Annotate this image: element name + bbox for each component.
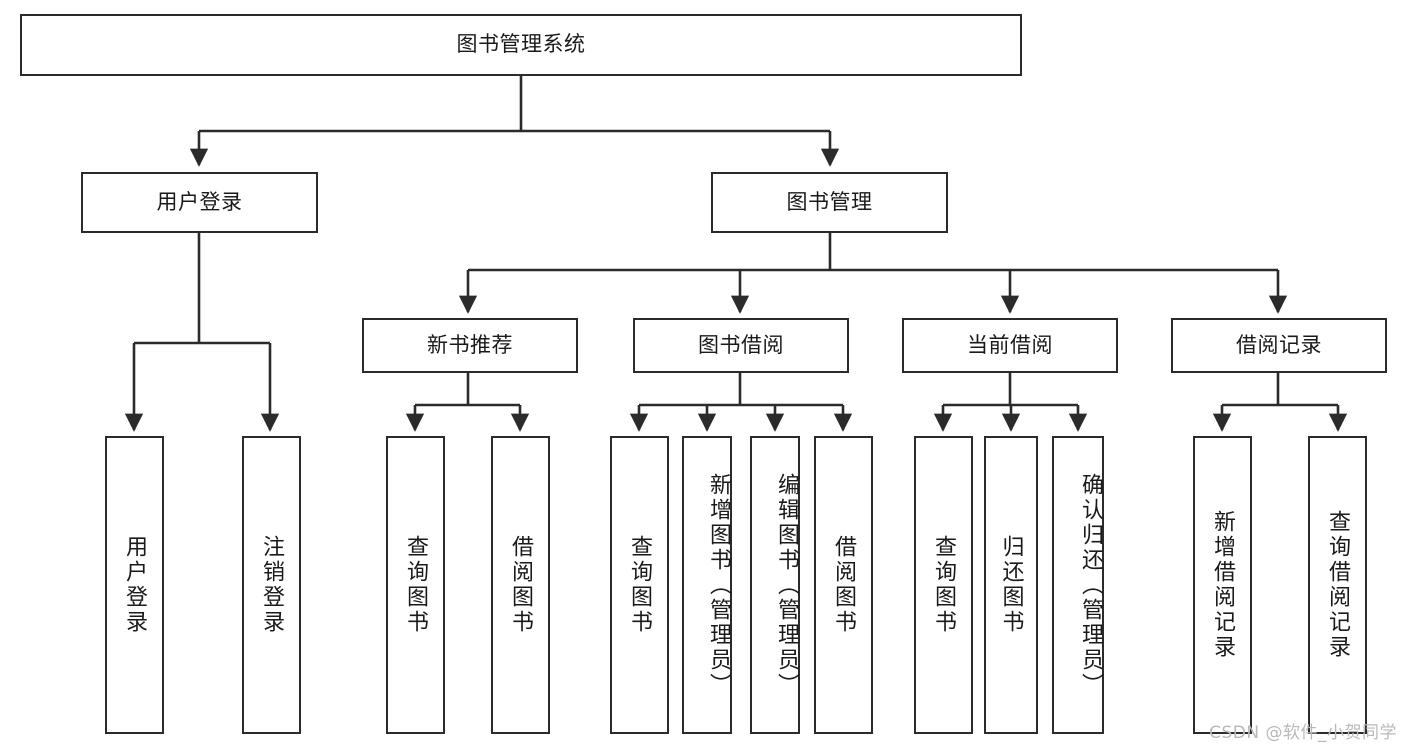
leaf-query-borrow-record[interactable]: 查询借阅记录 (1308, 436, 1367, 734)
leaf-confirm-return-admin[interactable]: 确认归还（管理员） (1052, 436, 1104, 734)
leaf-query-book-3[interactable]: 查询图书 (914, 436, 973, 734)
node-new-book-recommend-label: 新书推荐 (427, 332, 513, 357)
leaf-query-book-1[interactable]: 查询图书 (386, 436, 445, 734)
leaf-query-borrow-record-label: 查询借阅记录 (1325, 510, 1351, 660)
leaf-user-login-label: 用户登录 (122, 535, 148, 635)
leaf-logout[interactable]: 注销登录 (242, 436, 301, 734)
node-borrow-record[interactable]: 借阅记录 (1171, 318, 1387, 373)
leaf-borrow-book-1[interactable]: 借阅图书 (491, 436, 550, 734)
node-book-management-label: 图书管理 (786, 189, 873, 214)
node-current-borrow[interactable]: 当前借阅 (902, 318, 1118, 373)
leaf-logout-label: 注销登录 (259, 535, 285, 635)
leaf-edit-book-admin-label: 编辑图书（管理员） (774, 472, 799, 698)
node-new-book-recommend[interactable]: 新书推荐 (362, 318, 578, 373)
leaf-query-book-3-label: 查询图书 (931, 535, 957, 635)
leaf-query-book-1-label: 查询图书 (403, 535, 429, 635)
leaf-borrow-book-1-label: 借阅图书 (508, 535, 534, 635)
leaf-add-borrow-record[interactable]: 新增借阅记录 (1193, 436, 1252, 734)
leaf-return-book[interactable]: 归还图书 (984, 436, 1038, 734)
node-book-borrow[interactable]: 图书借阅 (633, 318, 849, 373)
leaf-add-book-admin[interactable]: 新增图书（管理员） (682, 436, 732, 734)
leaf-add-borrow-record-label: 新增借阅记录 (1210, 510, 1236, 660)
node-book-management[interactable]: 图书管理 (711, 172, 948, 233)
leaf-query-book-2-label: 查询图书 (627, 535, 653, 635)
leaf-query-book-2[interactable]: 查询图书 (610, 436, 669, 734)
leaf-user-login[interactable]: 用户登录 (105, 436, 164, 734)
node-borrow-record-label: 借阅记录 (1236, 332, 1322, 357)
node-current-borrow-label: 当前借阅 (967, 332, 1053, 357)
leaf-return-book-label: 归还图书 (998, 535, 1024, 635)
node-root-label: 图书管理系统 (456, 32, 586, 57)
leaf-confirm-return-admin-label: 确认归还（管理员） (1078, 472, 1103, 698)
leaf-edit-book-admin[interactable]: 编辑图书（管理员） (750, 436, 800, 734)
leaf-borrow-book-2-label: 借阅图书 (831, 535, 857, 635)
watermark: CSDN @软件_小贺同学 (1209, 723, 1397, 743)
leaf-add-book-admin-label: 新增图书（管理员） (706, 472, 731, 698)
leaf-borrow-book-2[interactable]: 借阅图书 (814, 436, 873, 734)
node-user-login[interactable]: 用户登录 (81, 172, 318, 233)
node-root[interactable]: 图书管理系统 (20, 14, 1022, 76)
node-user-login-label: 用户登录 (156, 189, 243, 214)
node-book-borrow-label: 图书借阅 (698, 332, 784, 357)
